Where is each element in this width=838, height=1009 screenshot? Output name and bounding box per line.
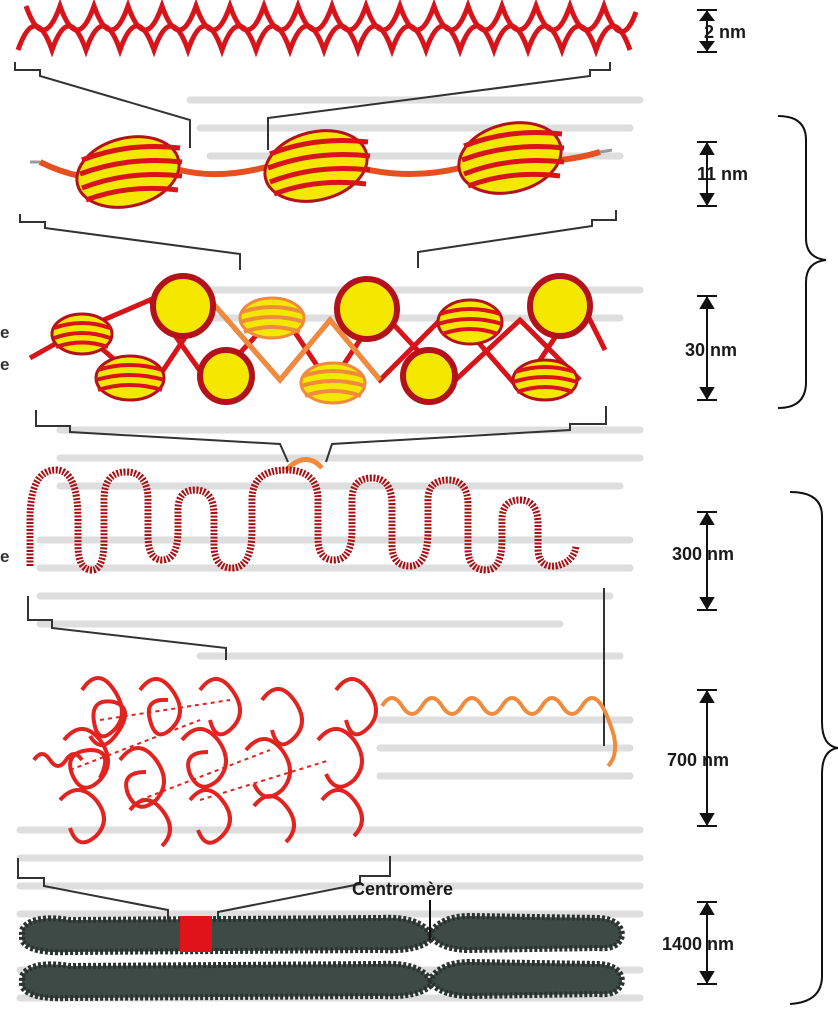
condensed-tail xyxy=(382,698,615,766)
zoom-bracket-2 xyxy=(20,210,616,270)
edge-fragment-2: e xyxy=(0,355,9,374)
solenoid-bead-face-2 xyxy=(337,279,397,339)
edge-fragment-1: e xyxy=(0,323,9,342)
solenoid-bead-face-5 xyxy=(403,350,455,402)
solenoid-fiber xyxy=(30,276,605,403)
background-text-bleed xyxy=(20,100,640,998)
scale-label-300nm: 300 nm xyxy=(672,544,734,564)
solenoid-bead-side-1 xyxy=(52,314,112,354)
nucleosome-1 xyxy=(69,126,186,217)
solenoid-bead-face-1 xyxy=(153,276,213,336)
solenoid-bead-side-3 xyxy=(240,298,304,338)
grouping-braces xyxy=(778,116,838,1004)
solenoid-bead-face-4 xyxy=(200,350,252,402)
solenoid-bead-face-3 xyxy=(530,276,590,336)
scale-label-1400nm: 1400 nm xyxy=(662,934,734,954)
condensed-loops xyxy=(34,678,615,846)
scale-label-700nm: 700 nm xyxy=(667,750,729,770)
centromere-marker xyxy=(180,916,212,952)
solenoid-bead-side-5 xyxy=(438,300,502,344)
nucleosome-2 xyxy=(257,120,374,211)
scale-label-11nm: 11 nm xyxy=(697,164,748,184)
zoom-bracket-3 xyxy=(36,406,606,462)
solenoid-bead-side-4 xyxy=(301,363,365,403)
edge-fragment-3: e xyxy=(0,547,9,566)
brace-middle xyxy=(790,492,838,1004)
dna-double-helix xyxy=(18,6,636,50)
scale-label-30nm: 30 nm xyxy=(685,340,737,360)
brace-upper xyxy=(778,116,826,408)
solenoid-bead-side-2 xyxy=(96,356,164,400)
scale-label-2nm: 2 nm xyxy=(704,22,746,42)
solenoid-bead-side-6 xyxy=(513,360,577,400)
centromere-label: Centromère xyxy=(352,879,453,899)
